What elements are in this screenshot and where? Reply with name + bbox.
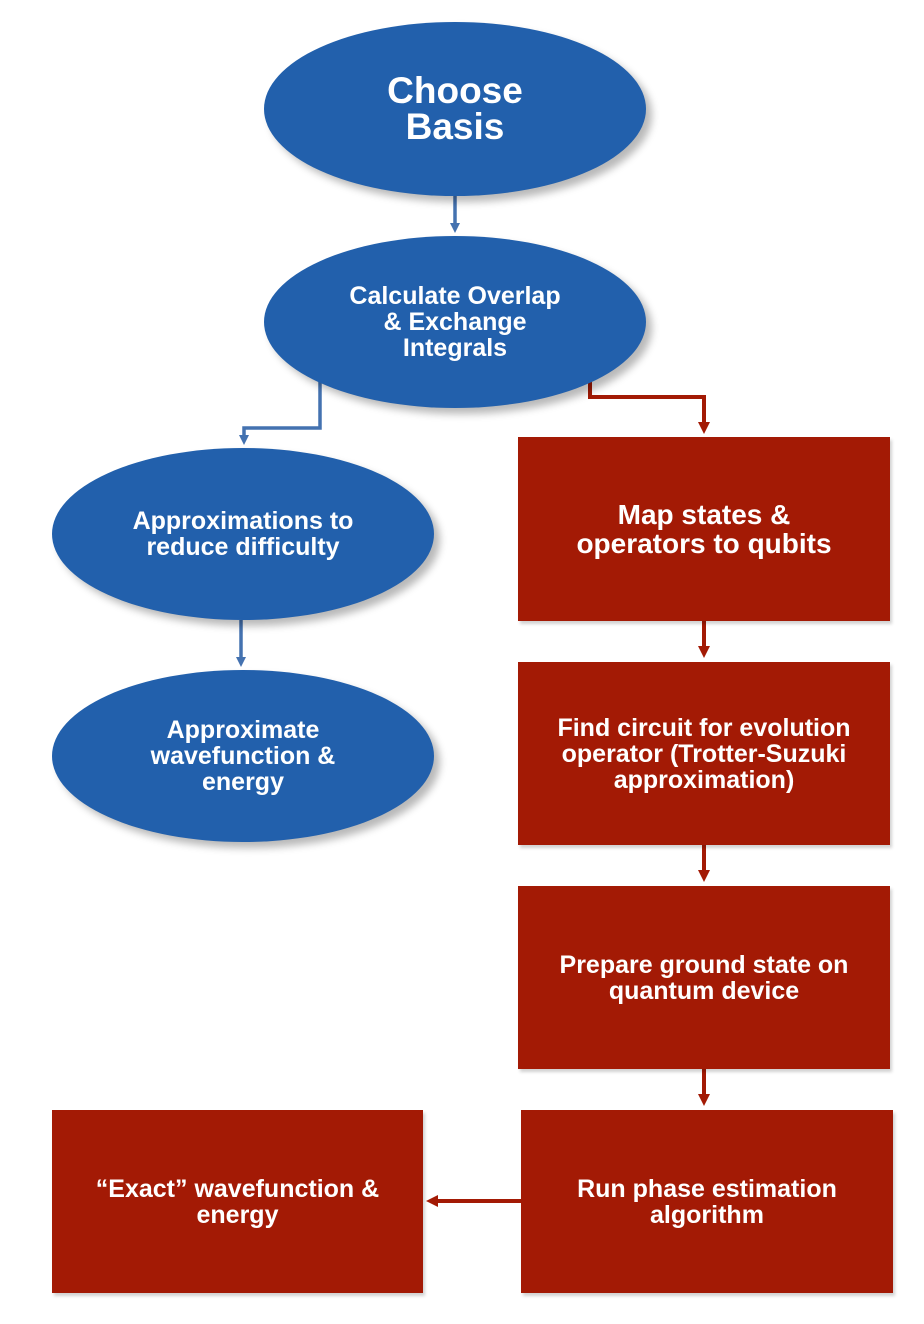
arrow-integrals-to-map-states <box>588 382 710 434</box>
node-find-circuit-label: Find circuit for evolution operator (Tro… <box>557 713 851 794</box>
node-approximations: Approximations to reduce difficulty <box>52 448 434 620</box>
node-phase-estimation: Run phase estimation algorithm <box>521 1110 893 1293</box>
node-approximations-label: Approximations to reduce difficulty <box>132 507 354 561</box>
node-prepare-ground-state: Prepare ground state on quantum device <box>518 886 890 1069</box>
node-calculate-integrals: Calculate Overlap & Exchange Integrals <box>264 236 646 408</box>
node-prepare-ground-state-label: Prepare ground state on quantum device <box>559 950 849 1005</box>
node-choose-basis-label: Choose Basis <box>387 70 523 147</box>
node-map-states: Map states & operators to qubits <box>518 437 890 621</box>
node-approximate-wavefunction: Approximate wavefunction & energy <box>52 670 434 842</box>
node-find-circuit: Find circuit for evolution operator (Tro… <box>518 662 890 845</box>
node-approximate-wavefunction-label: Approximate wavefunction & energy <box>150 716 336 796</box>
node-exact-wavefunction: “Exact” wavefunction & energy <box>52 1110 423 1293</box>
node-choose-basis: Choose Basis <box>264 22 646 196</box>
node-exact-wavefunction-label: “Exact” wavefunction & energy <box>95 1174 380 1229</box>
node-map-states-label: Map states & operators to qubits <box>576 499 832 559</box>
arrow-integrals-to-approximations <box>239 382 322 445</box>
node-calculate-integrals-label: Calculate Overlap & Exchange Integrals <box>349 282 561 362</box>
node-phase-estimation-label: Run phase estimation algorithm <box>577 1174 837 1229</box>
